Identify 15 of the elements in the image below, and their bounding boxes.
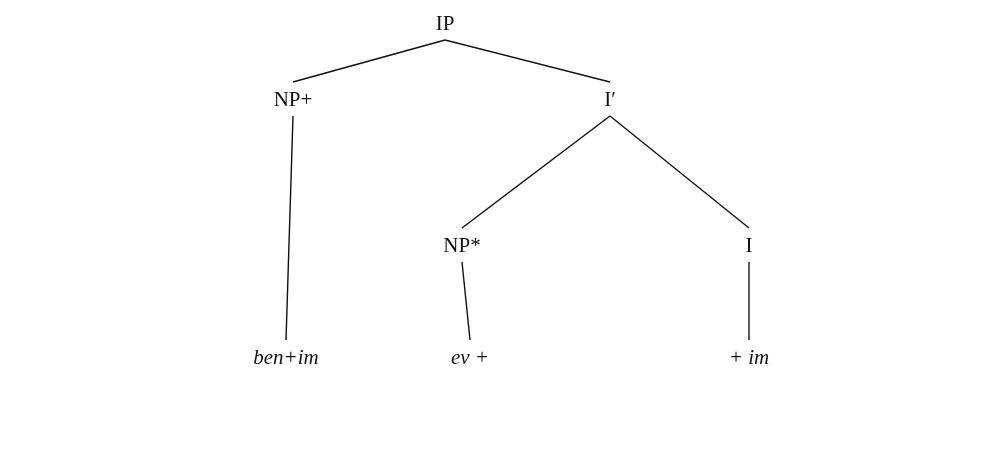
tree-branch-line xyxy=(461,261,471,341)
tree-node-label: NP+ xyxy=(271,82,315,116)
tree-node-label: I′ xyxy=(602,82,618,116)
tree-branch-line xyxy=(285,115,294,341)
word-form-label: ben+im xyxy=(251,340,321,374)
tree-node-label: I xyxy=(743,228,755,262)
tree-branch-line xyxy=(748,261,750,341)
tree-node-label: NP* xyxy=(441,228,483,262)
word-form-label: + im xyxy=(726,340,772,374)
tree-branch-line xyxy=(292,39,446,83)
tree-branch-line xyxy=(609,115,750,229)
tree-branch-line xyxy=(461,115,611,229)
tree-node-label: IP xyxy=(433,6,457,40)
word-form-label: ev + xyxy=(448,340,492,374)
tree-branch-line xyxy=(444,39,611,83)
